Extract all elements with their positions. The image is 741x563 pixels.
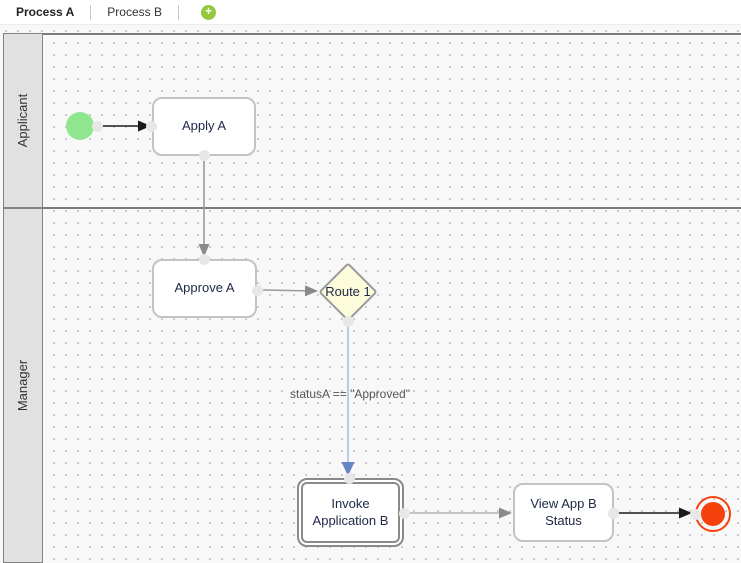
lane-header-manager[interactable]: Manager — [3, 208, 43, 563]
diagram-canvas[interactable] — [0, 25, 741, 563]
tab-process-b[interactable]: Process B — [107, 4, 162, 19]
connection-point[interactable] — [343, 316, 354, 327]
tab-process-a[interactable]: Process A — [16, 4, 75, 19]
connection-point[interactable] — [608, 508, 619, 519]
gateway-label: Route 1 — [325, 283, 371, 299]
edge-condition-label[interactable]: statusA == "Approved" — [290, 387, 410, 401]
task-label: Approve A — [174, 280, 235, 296]
task-view-app-b-status[interactable]: View App B Status — [513, 483, 614, 542]
process-tab-bar: Process A Process B + — [0, 0, 741, 25]
connection-point[interactable] — [92, 121, 103, 132]
tab-separator — [90, 4, 92, 20]
connection-point[interactable] — [690, 509, 701, 520]
task-label: Apply A — [181, 118, 227, 134]
connection-point[interactable] — [199, 150, 210, 161]
connection-point[interactable] — [344, 473, 355, 484]
lane-label: Manager — [15, 359, 31, 412]
lane-divider — [3, 207, 741, 209]
add-process-button[interactable]: + — [200, 4, 216, 20]
task-label: View App B Status — [530, 496, 597, 528]
connection-point[interactable] — [199, 254, 210, 265]
start-event[interactable] — [66, 112, 94, 140]
task-approve-a[interactable]: Approve A — [152, 259, 257, 318]
subprocess-inner-border: Invoke Application B — [301, 482, 400, 543]
connection-point[interactable] — [252, 285, 263, 296]
task-apply-a[interactable]: Apply A — [152, 97, 256, 156]
pool-top-border — [43, 33, 741, 35]
subprocess-invoke-application-b[interactable]: Invoke Application B — [297, 478, 404, 547]
edge-approve-a-to-route-1[interactable] — [262, 285, 318, 297]
connection-point[interactable] — [146, 121, 157, 132]
connection-point[interactable] — [399, 508, 410, 519]
task-label: Invoke Application B — [312, 496, 389, 528]
lane-header-applicant[interactable]: Applicant — [3, 33, 43, 208]
end-event-core — [701, 502, 725, 526]
tab-separator — [177, 4, 179, 20]
lane-label: Applicant — [15, 93, 31, 148]
